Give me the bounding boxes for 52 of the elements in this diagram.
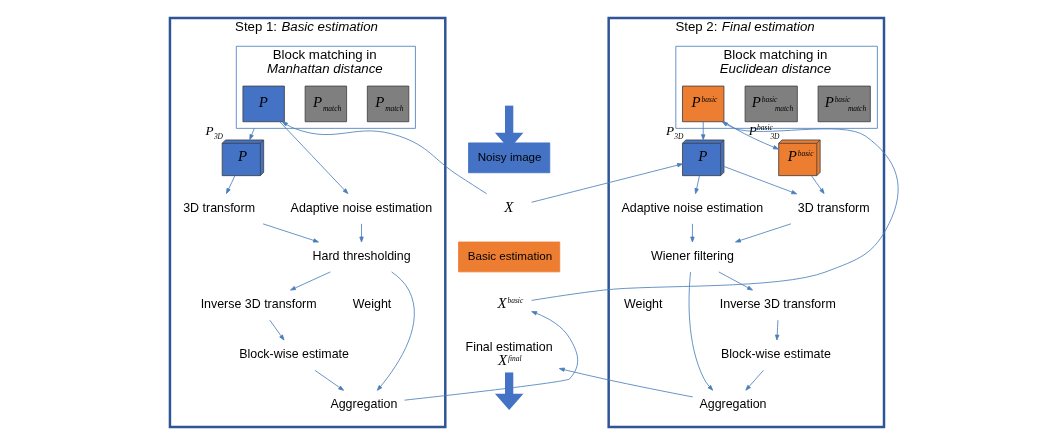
arrow [359,223,364,243]
node-text: Aggregation [699,397,767,412]
node-label: P$_{3D}$ [665,122,684,142]
arrow [249,127,255,141]
arrow [404,311,579,401]
arrow [376,271,415,391]
node-text: Adaptive noise estimation [621,200,764,215]
node-box: P$_{match}$ [304,85,347,123]
arrow [269,319,285,341]
node-text: Wiener filtering [650,248,734,263]
arrow [531,121,899,301]
arrow [688,271,714,391]
arrow [690,223,695,243]
node-text: 3D transform [797,200,870,215]
arrow [723,121,779,150]
node-text: X [504,198,514,215]
label: Weight [624,296,663,311]
arrow [531,163,683,203]
node-text: Adaptive noise estimation [290,200,433,215]
arrow [694,175,700,194]
node-box: P$_{match}$ [366,85,410,123]
node-text: Aggregation [330,397,398,412]
node-text: Hard thresholding [312,248,411,263]
arrow [745,369,764,391]
arrow [701,121,706,141]
node-text: Inverse 3D transform [719,296,836,311]
node-box: P$^{basic}$ [682,85,725,123]
node-label: P$_{3D}$ [205,122,224,142]
arrow [314,369,345,391]
node-box: P [242,85,285,123]
arrow [558,367,694,398]
arrow [282,121,488,195]
node-text: Block-wise estimate [721,347,831,362]
node-box: Basic estimation [458,241,561,273]
arrow [811,175,825,194]
arrow [279,121,349,194]
label: Weight [352,296,392,311]
arrow [290,271,331,291]
node-text: Final estimation X$^{final}$ [465,339,553,369]
arrow [226,175,236,194]
arrow [718,271,753,291]
node-box: Noisy image [468,142,551,174]
node-label: Block matching in Manhattan distance [266,47,383,76]
arrow [723,166,798,195]
arrow [262,223,319,243]
arrow [775,319,780,341]
node-text: 3D transform [183,200,256,215]
node-text: Block-wise estimate [239,347,349,362]
arrow [735,223,792,243]
node-label: Block matching in Euclidean distance [719,47,832,76]
node-text: X$^{basic}$ [497,294,524,311]
node-text: Inverse 3D transform [200,296,317,311]
